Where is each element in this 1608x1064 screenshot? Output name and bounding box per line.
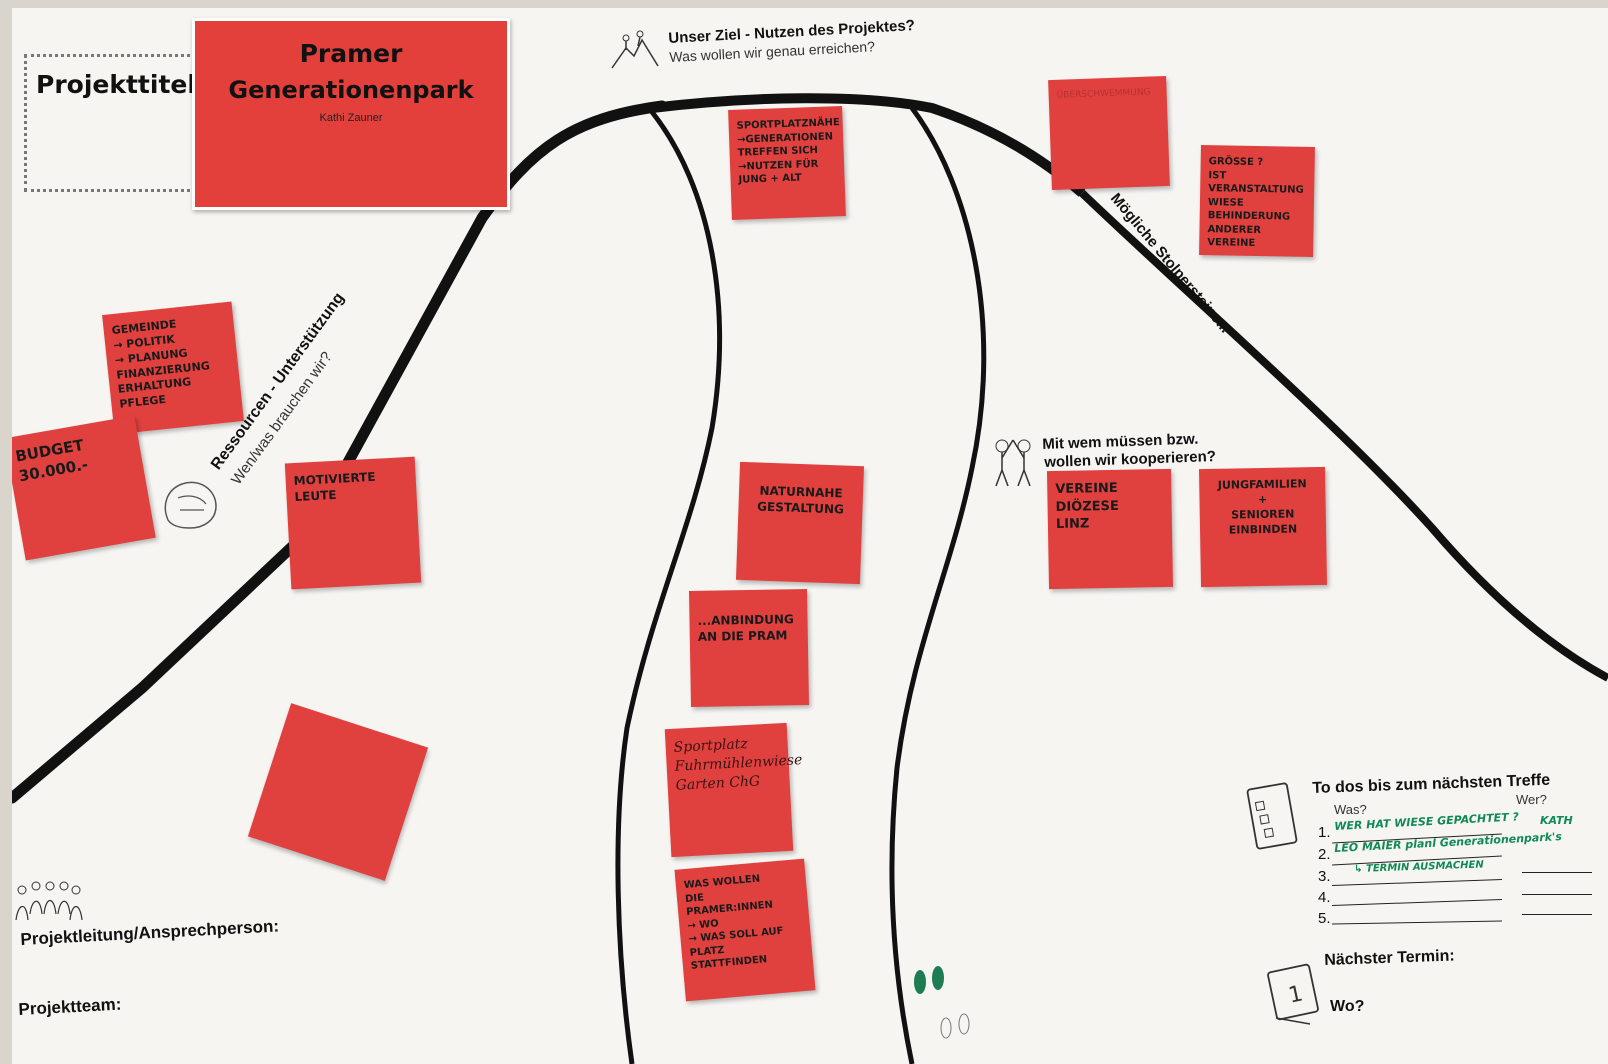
title-line-1: Pramer bbox=[299, 39, 403, 68]
group-people-icon bbox=[15, 881, 83, 921]
todo-num: 2. bbox=[1318, 846, 1331, 863]
project-title-label: Projekttitel bbox=[36, 70, 196, 99]
right-road-edge bbox=[1079, 190, 1608, 682]
checklist-icon bbox=[1246, 782, 1298, 850]
high-five-people-icon bbox=[995, 439, 1031, 487]
todo-who: KATH bbox=[1540, 814, 1573, 827]
title-card-inner: Pramer Generationenpark Kathi Zauner bbox=[195, 21, 507, 207]
svg-text:1: 1 bbox=[1286, 981, 1305, 1008]
road-drawing bbox=[12, 93, 1608, 1064]
footprints-icon bbox=[914, 966, 970, 1039]
note-sportplatz-naehe: SPORTPLATZNÄHE →GENERATIONEN TREFFEN SIC… bbox=[728, 106, 846, 220]
note-groesse: GRÖSSE ? IST VERANSTALTUNG WIESE BEHINDE… bbox=[1199, 145, 1315, 257]
todo-num: 3. bbox=[1318, 868, 1331, 885]
todos-col-what: Was? bbox=[1334, 802, 1367, 817]
note-ueberschwemmung: ÜBERSCHWEMMUNG bbox=[1048, 75, 1170, 191]
todo-who-line bbox=[1522, 894, 1592, 895]
title-dotted-frame bbox=[24, 54, 197, 192]
title-line-2: Generationenpark bbox=[228, 76, 474, 104]
todo-who-line bbox=[1522, 872, 1592, 873]
next-meeting-where: Wo? bbox=[1330, 998, 1365, 1015]
note-jungfamilien: JUNGFAMILIEN + SENIOREN EINBINDEN bbox=[1198, 466, 1328, 588]
todo-num: 5. bbox=[1318, 910, 1331, 927]
note-was-wollen: WAS WOLLEN DIE PRAMER:INNEN → WO → WAS S… bbox=[674, 858, 816, 1002]
note-vereine: VEREINE DIÖZESE LINZ bbox=[1046, 468, 1174, 590]
todos-col-who: Wer? bbox=[1516, 792, 1547, 807]
title-card: Pramer Generationenpark Kathi Zauner bbox=[192, 18, 510, 210]
top-road-edge bbox=[651, 93, 1086, 197]
left-road-edge bbox=[12, 100, 668, 804]
title-author: Kathi Zauner bbox=[319, 112, 383, 124]
path-left-line bbox=[615, 110, 722, 1064]
note-sportplatz-fuhr: Sportplatz Fuhrmühlenwiese Garten ChG bbox=[664, 722, 803, 858]
note-motivierte: MOTIVIERTE LEUTE bbox=[284, 456, 422, 590]
backpack-icon bbox=[164, 481, 217, 529]
note-naturnahe: NATURNAHE GESTALTUNG bbox=[735, 461, 865, 585]
mountain-climbers-icon bbox=[611, 30, 659, 69]
project-board: Projekttitel Pramer Generationenpark Kat… bbox=[12, 8, 1608, 1064]
calendar-icon: 1 bbox=[1267, 963, 1319, 1025]
todo-who-line bbox=[1522, 914, 1592, 915]
path-right-line bbox=[889, 106, 987, 1064]
todo-num: 4. bbox=[1318, 889, 1331, 906]
note-gemeinde: GEMEINDE → POLITIK → PLANUNG FINANZIERUN… bbox=[102, 301, 244, 435]
todo-num: 1. bbox=[1318, 824, 1331, 841]
note-anbindung: ...ANBINDUNG AN DIE PRAM bbox=[688, 588, 810, 708]
note-budget: BUDGET 30.000.- bbox=[12, 415, 156, 561]
